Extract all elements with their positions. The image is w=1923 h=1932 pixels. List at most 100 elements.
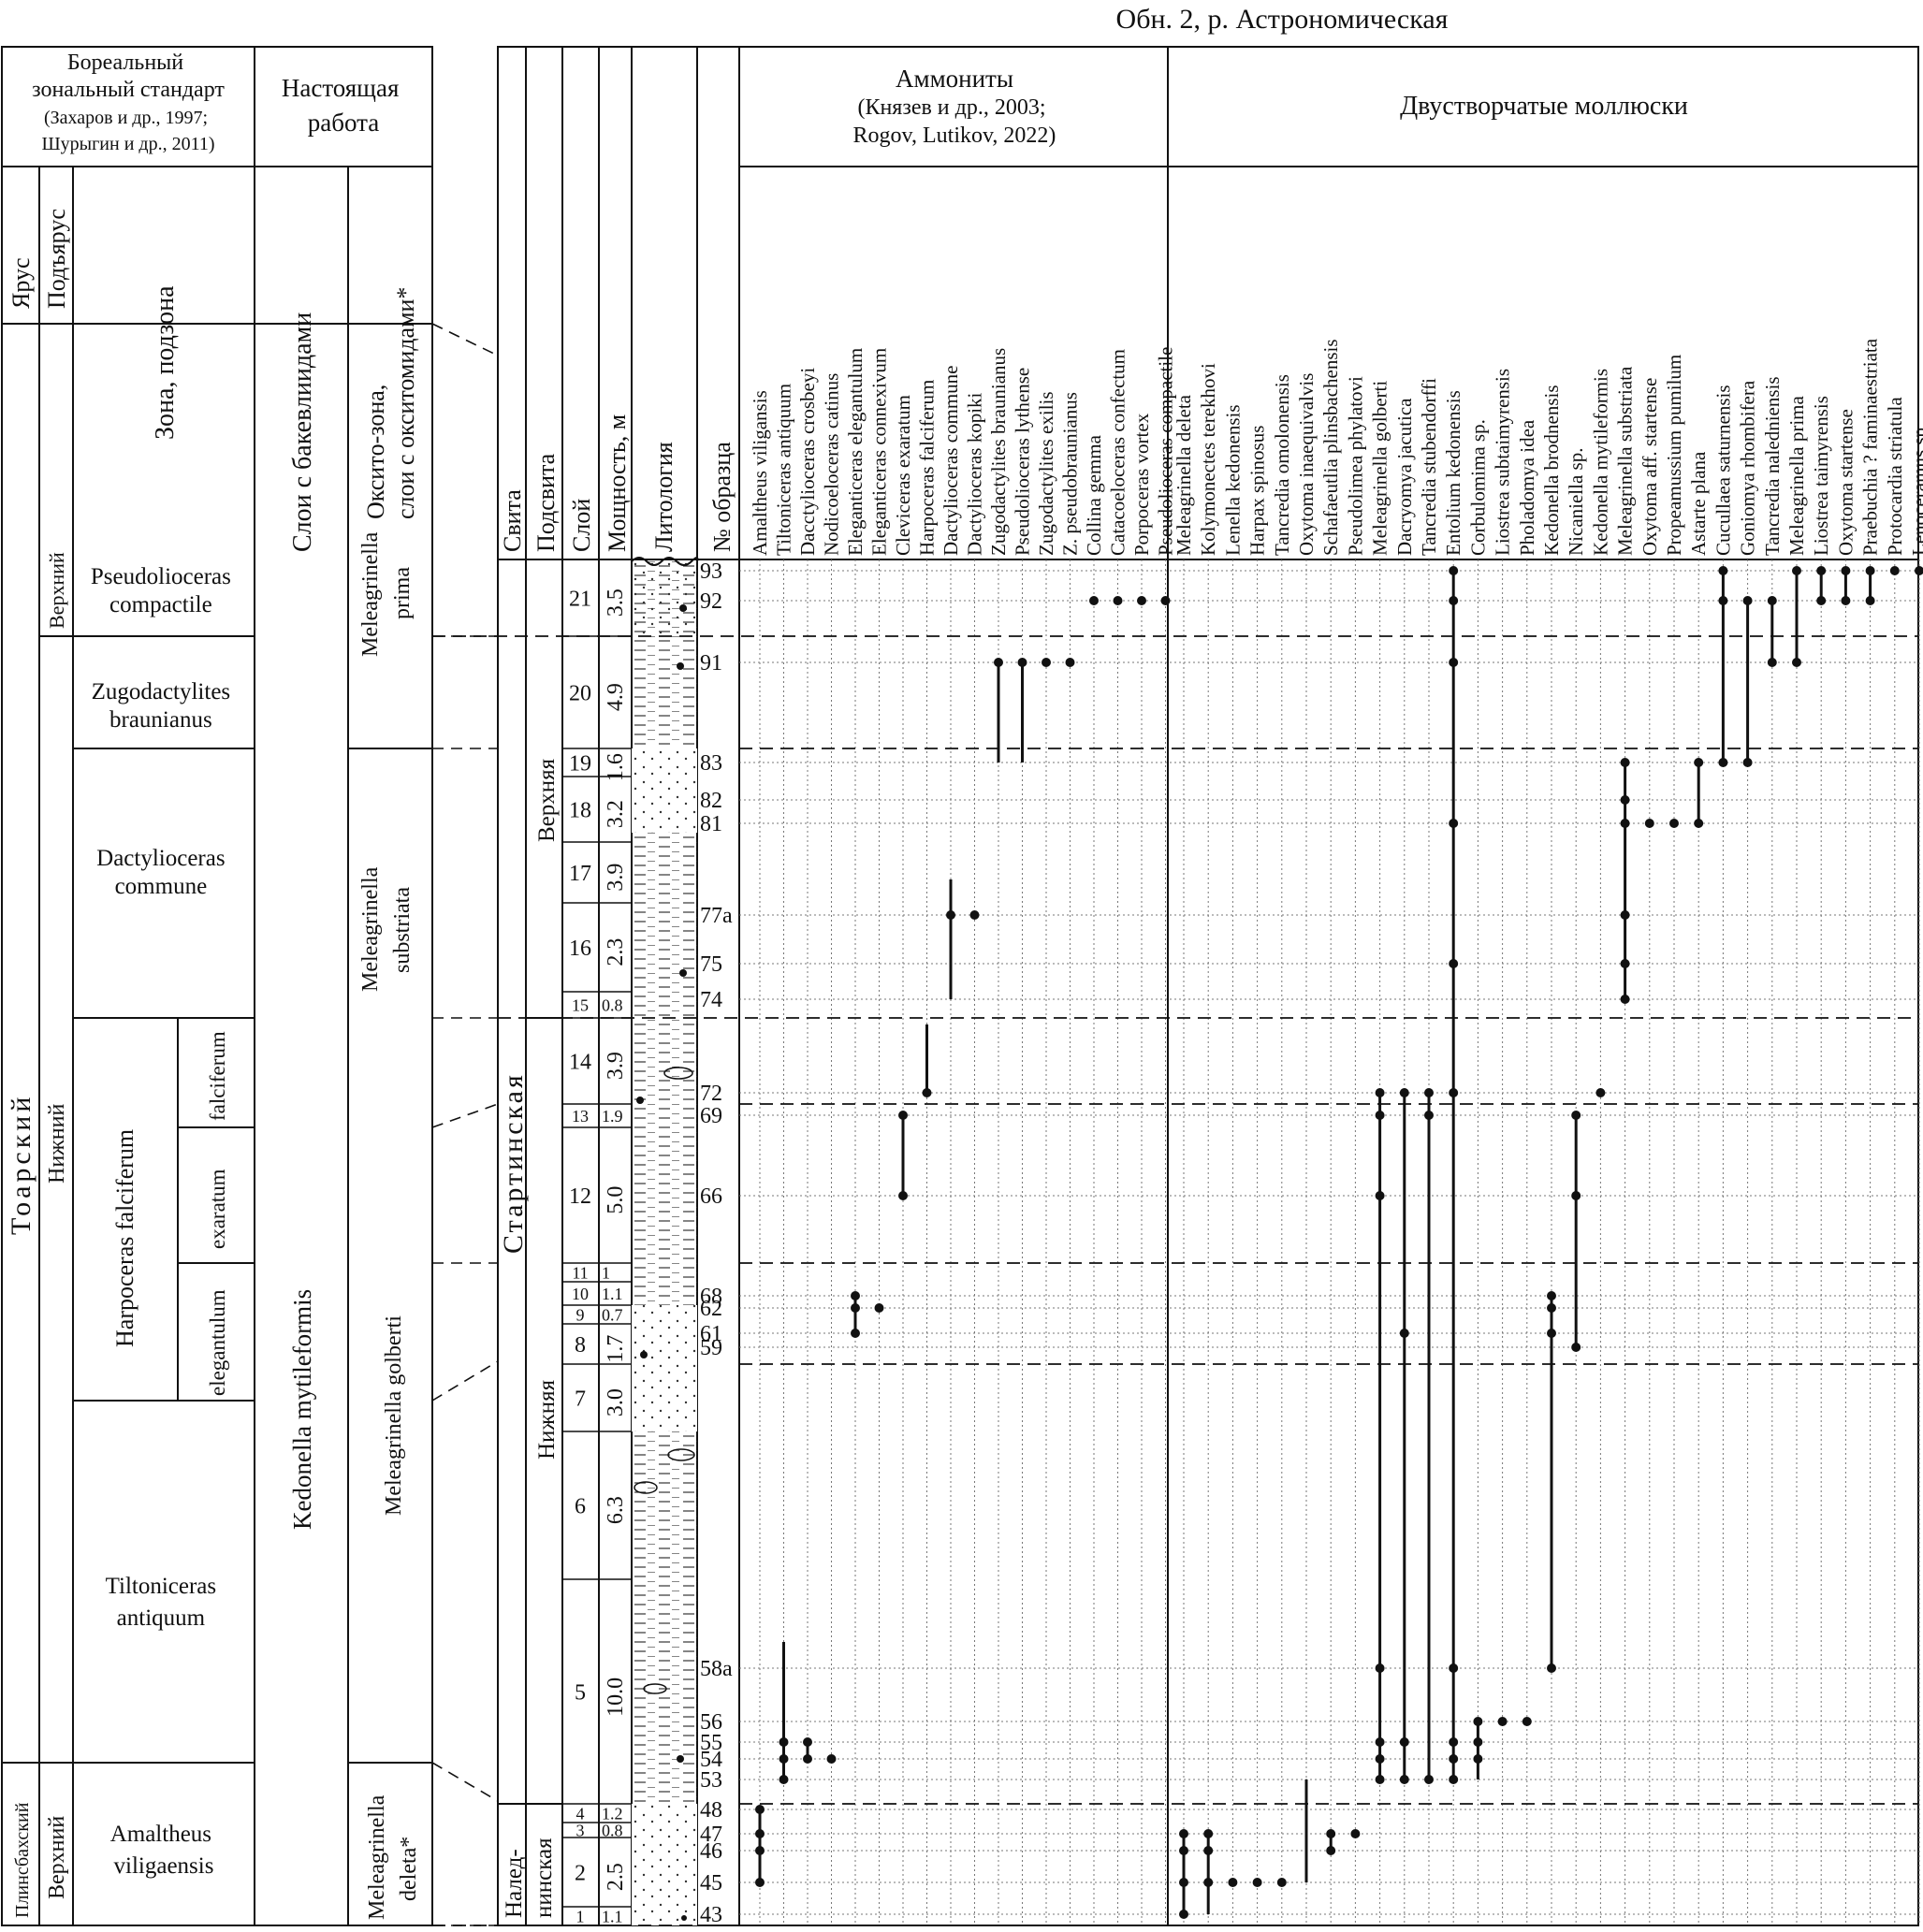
ammonite-taxon-label: Porpoceras vortex xyxy=(1130,413,1153,556)
col-sample: № образца xyxy=(708,442,736,552)
layer-thickness: 4.9 xyxy=(604,683,628,711)
subsuite-upper: Верхняя xyxy=(534,758,560,842)
ammonite-taxon-label: Eleganticeras connexivum xyxy=(868,348,891,556)
layer-thickness: 1.2 xyxy=(602,1804,623,1823)
layer-thickness: 3.9 xyxy=(604,864,628,892)
bivalve-occurrence xyxy=(1547,1291,1556,1300)
col-thickness: Мощность, м xyxy=(604,414,631,552)
layer-thickness: 3.0 xyxy=(604,1388,628,1416)
ammonite-taxon-label: Dactylioceras kopiki xyxy=(964,392,986,556)
bivalve-occurrence xyxy=(1449,1775,1459,1784)
sample-label: 43 xyxy=(700,1903,722,1927)
bivalve-taxon-label: Pholadomya idea xyxy=(1516,419,1538,556)
ammonite-occurrence xyxy=(1089,596,1099,605)
bivalve-taxon-label: Meleagrinella prima xyxy=(1785,395,1808,556)
sample-label: 45 xyxy=(700,1871,722,1896)
ammonite-occurrence xyxy=(1042,658,1051,667)
oxyto-golberti: Meleagrinella golberti xyxy=(382,1315,406,1516)
bivalve-occurrence xyxy=(1644,819,1654,828)
sample-label: 54 xyxy=(700,1748,722,1772)
bivalve-occurrence xyxy=(1620,819,1630,828)
bivalve-taxon-label: Tancredia omolonensis xyxy=(1271,374,1293,556)
bivalve-occurrence xyxy=(1669,819,1679,828)
subzone-elegantulum: elegantulum xyxy=(206,1289,229,1396)
svg-text:Аммониты: Аммониты xyxy=(896,65,1013,93)
ammonite-occurrence xyxy=(946,910,955,920)
bivalve-taxon-label: Liostrea subtaimyrensis xyxy=(1492,369,1514,556)
layer-number: 8 xyxy=(575,1333,586,1358)
bivalve-occurrence xyxy=(1399,1775,1409,1784)
layer-number: 14 xyxy=(569,1050,591,1074)
bivalve-occurrence xyxy=(1179,1910,1188,1919)
bivalve-occurrence xyxy=(1449,959,1459,968)
bivalve-occurrence xyxy=(1742,596,1753,605)
sample-label: 46 xyxy=(700,1839,722,1864)
ammonite-occurrence xyxy=(851,1329,860,1338)
sample-label: 56 xyxy=(700,1710,722,1735)
col-stage: Ярус xyxy=(7,257,35,309)
layer-number: 16 xyxy=(569,937,591,961)
col-layer: Слой xyxy=(568,499,595,552)
sample-label: 75 xyxy=(700,952,722,977)
ammonite-taxon-label: Collina gemma xyxy=(1083,434,1105,556)
ammonite-occurrence xyxy=(1065,658,1075,667)
sample-label: 92 xyxy=(700,589,722,614)
ammonite-taxon-label: Catacoeloceras confectum xyxy=(1107,349,1129,556)
bivalve-taxon-label: Liostrea taimyrensis xyxy=(1810,396,1832,556)
bivalve-occurrence xyxy=(1718,758,1728,767)
layer-number: 18 xyxy=(569,798,591,822)
layer-number: 11 xyxy=(572,1263,588,1282)
sample-label: 82 xyxy=(700,789,722,813)
bivalve-occurrence xyxy=(1620,910,1630,920)
ammonite-taxon-label: Nodicoeloceras catinus xyxy=(821,373,843,556)
bivalve-occurrence xyxy=(1571,1191,1581,1200)
bivalve-occurrence xyxy=(1571,1343,1581,1352)
bivalve-taxon-label: Goniomya rhombifera xyxy=(1737,380,1759,556)
bivalve-taxon-label: Lenoceramus sp. xyxy=(1908,423,1923,556)
ammonite-taxon-label: Dactylioceras commune xyxy=(940,366,962,557)
layer-thickness: 2.3 xyxy=(604,938,628,966)
svg-text:(Захаров и др., 1997; Шу: (Захаров и др., 1997; Шурыгин и др., 201… xyxy=(41,108,214,154)
bivalve-occurrence xyxy=(1449,1663,1459,1673)
col-substage: Подъярус xyxy=(43,209,70,309)
bivalve-occurrence xyxy=(1203,1878,1214,1887)
ammonite-occurrence xyxy=(779,1737,789,1747)
bivalve-occurrence xyxy=(1865,566,1875,575)
ammonite-taxon-label: Eleganticeras elegantulum xyxy=(844,348,867,556)
layer-number: 4 xyxy=(576,1804,585,1823)
substage-upper-toarcian: Верхний xyxy=(45,552,68,629)
bivalve-occurrence xyxy=(1375,1737,1385,1747)
svg-text:Meleagrinella substriata: Meleagrinella substriata xyxy=(358,862,415,992)
ammonite-occurrence xyxy=(898,1191,908,1200)
bivalve-taxon-label: Oxytoma aff. startense xyxy=(1639,378,1661,556)
layer-number: 6 xyxy=(575,1494,586,1518)
col-suite: Свита xyxy=(499,489,526,552)
col-oxyto-1: Окситo-зона, xyxy=(362,385,389,519)
bivalve-occurrence xyxy=(1375,1775,1385,1784)
zone-commune-2: commune xyxy=(115,874,208,899)
zone-compactile-1: Pseudolioceras xyxy=(91,564,231,589)
ammonite-occurrence xyxy=(1137,596,1146,605)
stage-toarcian: Тоарский xyxy=(6,1094,36,1235)
bivalve-taxon-label: Corbulomima sp. xyxy=(1466,419,1489,556)
bivalve-occurrence xyxy=(1718,596,1728,605)
ammonite-occurrence xyxy=(755,1805,765,1814)
bivalve-occurrence xyxy=(1449,1754,1459,1764)
layer-number: 3 xyxy=(576,1821,585,1839)
layer-thickness: 2.5 xyxy=(604,1863,628,1891)
layer-thickness: 5.0 xyxy=(604,1186,628,1214)
subzone-falciferum: falciferum xyxy=(206,1031,229,1121)
bivalve-occurrence xyxy=(1326,1829,1336,1838)
svg-text:Бореальный зональный ста: Бореальный зональный стандарт xyxy=(32,51,225,102)
ammonite-taxon-label: Pseudolioceras lythense xyxy=(1012,368,1034,556)
stage-pliensbachian: Плинсбахский xyxy=(12,1802,33,1918)
ammonite-occurrence xyxy=(969,910,980,920)
ammonite-occurrence xyxy=(779,1775,789,1784)
bivalve-occurrence xyxy=(1718,566,1728,575)
layer-number: 10 xyxy=(572,1285,589,1303)
bivalve-occurrence xyxy=(1179,1829,1188,1838)
ammonite-taxon-label: Pseudolioceras compactile xyxy=(1155,347,1177,556)
ammonite-occurrence xyxy=(779,1754,789,1764)
sample-label: 68 xyxy=(700,1285,722,1309)
